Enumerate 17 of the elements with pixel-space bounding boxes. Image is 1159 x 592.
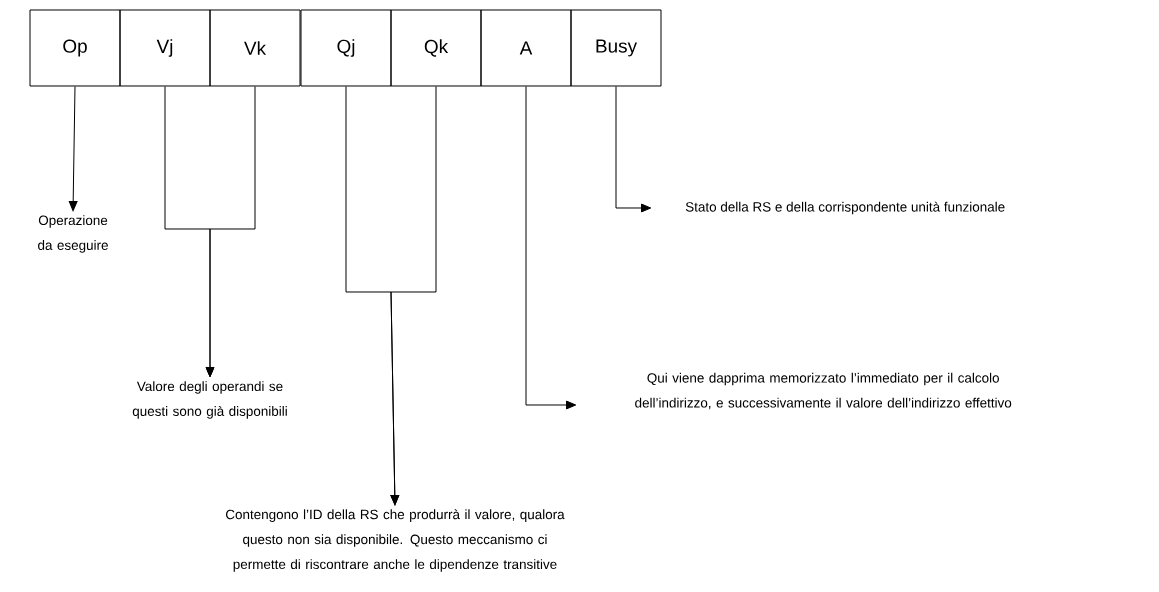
field-cell: Qk [390,9,482,87]
field-cell: Op [29,9,121,87]
description-text: Valore degli operandi se questi sono già disponibili [132,381,287,419]
arrow [615,86,652,213]
arrow [68,86,78,212]
field-cell: Busy [570,9,662,87]
arrow [525,86,577,410]
field-cell: Vk [209,9,301,87]
description-text: Stato della RS e della corrispondente unità funzionale [685,201,1005,215]
arrow [205,86,256,378]
field-cell: Vj [119,9,211,87]
arrow [390,86,437,506]
description-text: Qui viene dapprima memorizzato l’immediato per il calcolo dell’indirizzo, e successivamente il valore dell’indirizzo effettivo [635,372,1012,410]
field-cell: A [480,9,572,87]
field-cell: Qj [300,9,392,87]
description-text: Operazione da eseguire [38,215,108,253]
description-text: Contengono l’ID della RS che produrrà il valore, qualora questo non sia disponibile. Questo meccanismo ci permette di riscontrare anche le dipendenze transitive [226,509,565,572]
